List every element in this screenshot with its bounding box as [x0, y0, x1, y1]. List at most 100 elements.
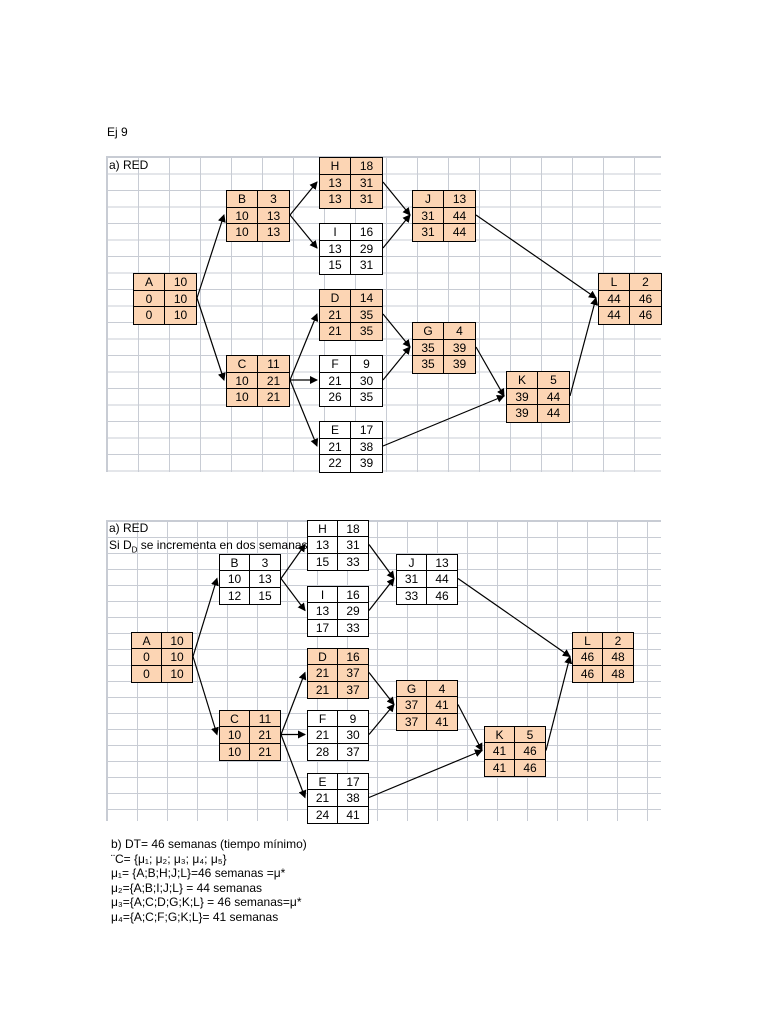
node-name: G [413, 323, 444, 340]
node-late-start: 26 [320, 389, 351, 406]
notes-block: b) DT= 46 semanas (tiempo mínimo) ¨C= {μ… [111, 837, 307, 925]
node-duration: 16 [338, 587, 368, 604]
node-late-finish: 10 [170, 666, 184, 681]
node-late-start: 21 [320, 323, 351, 340]
node-early-finish: 44 [538, 389, 569, 406]
node-duration: 14 [351, 290, 382, 307]
node-early-start: 10 [220, 727, 250, 744]
node-late-start: 15 [320, 257, 351, 274]
node-late-start: 0 [132, 665, 162, 682]
arrow-e-k [382, 394, 505, 447]
node-late-start: 28 [308, 743, 338, 760]
node-name: I [320, 224, 351, 241]
node-late-start: 0 [134, 307, 165, 324]
node-duration: 16 [351, 224, 382, 241]
node-duration: 9 [338, 711, 368, 728]
node-duration: 10 [162, 633, 192, 650]
node-name: C [220, 711, 250, 728]
node-early-start: 21 [308, 665, 338, 682]
node-early-finish: 30 [338, 727, 368, 744]
node-early-start: 10 [227, 207, 258, 225]
node-late-finish: 35 [359, 324, 374, 339]
node-late-start: 44 [599, 307, 630, 324]
node-late-start: 12 [220, 587, 250, 604]
arrow-e-k [368, 749, 483, 799]
node-early-start: 21 [320, 306, 351, 324]
node-name: L [573, 633, 603, 650]
node-early-finish: 10 [165, 291, 196, 308]
node-late-start: 39 [507, 405, 538, 422]
arrow-b-i [289, 214, 318, 249]
node-late-start: 31 [413, 224, 444, 241]
node-early-finish: 48 [603, 649, 633, 666]
node-name: A [134, 274, 165, 291]
node-early-start: 10 [227, 372, 258, 390]
node-name: G [397, 681, 427, 698]
node-early-finish: 13 [258, 208, 289, 225]
arrow-f-g [382, 346, 411, 381]
node-name: F [320, 356, 351, 373]
node-late-finish: 13 [266, 225, 281, 240]
node-early-start: 46 [573, 649, 603, 666]
node-duration: 13 [444, 191, 475, 208]
node-late-start: 17 [308, 619, 338, 636]
arrow-d-g [382, 313, 411, 348]
arrow-j-l [457, 578, 571, 658]
node-late-start: 13 [320, 191, 351, 208]
node-name: K [507, 372, 538, 389]
node-early-finish: 37 [338, 665, 368, 682]
node-late-start: 46 [573, 665, 603, 682]
node-late-finish: 48 [611, 666, 625, 681]
node-early-start: 41 [485, 743, 515, 760]
arrow-k-l [569, 297, 599, 397]
note-line: μ₃={A;C;D;G;K;L} = 46 semanas=μ* [111, 895, 302, 910]
node-early-start: 13 [320, 174, 351, 192]
arrow-a-c [196, 297, 226, 381]
node-late-finish: 33 [346, 620, 360, 635]
arrow-b-i [280, 578, 306, 612]
node-late-finish: 41 [346, 807, 360, 822]
node-name: B [220, 555, 250, 572]
network-diagram-2 [106, 520, 661, 821]
node-duration: 10 [165, 274, 196, 291]
arrow-j-l [475, 214, 597, 299]
node-early-finish: 46 [630, 291, 661, 308]
node-duration: 3 [258, 191, 289, 208]
node-early-start: 0 [134, 290, 165, 308]
node-early-start: 37 [397, 697, 427, 714]
node-duration: 4 [444, 323, 475, 340]
node-name: K [485, 727, 515, 744]
arrow-d-g [368, 672, 395, 706]
arrow-g-k [475, 346, 505, 397]
arrow-h-j [382, 181, 411, 216]
node-late-finish: 46 [523, 760, 537, 775]
arrow-b-h [280, 543, 306, 579]
node-early-finish: 39 [444, 340, 475, 357]
node-late-finish: 37 [346, 682, 360, 697]
node-duration: 13 [427, 555, 457, 572]
node-duration: 2 [603, 633, 633, 650]
exercise-heading: Ej 9 [107, 125, 128, 139]
node-early-finish: 21 [250, 727, 280, 744]
node-early-finish: 30 [351, 373, 382, 390]
node-duration: 5 [538, 372, 569, 389]
arrow-a-b [192, 577, 219, 657]
node-early-finish: 44 [444, 208, 475, 225]
node-late-start: 41 [485, 759, 515, 776]
node-duration: 18 [351, 158, 382, 175]
node-late-start: 37 [397, 713, 427, 730]
node-late-start: 22 [320, 455, 351, 472]
node-late-finish: 46 [435, 588, 449, 603]
